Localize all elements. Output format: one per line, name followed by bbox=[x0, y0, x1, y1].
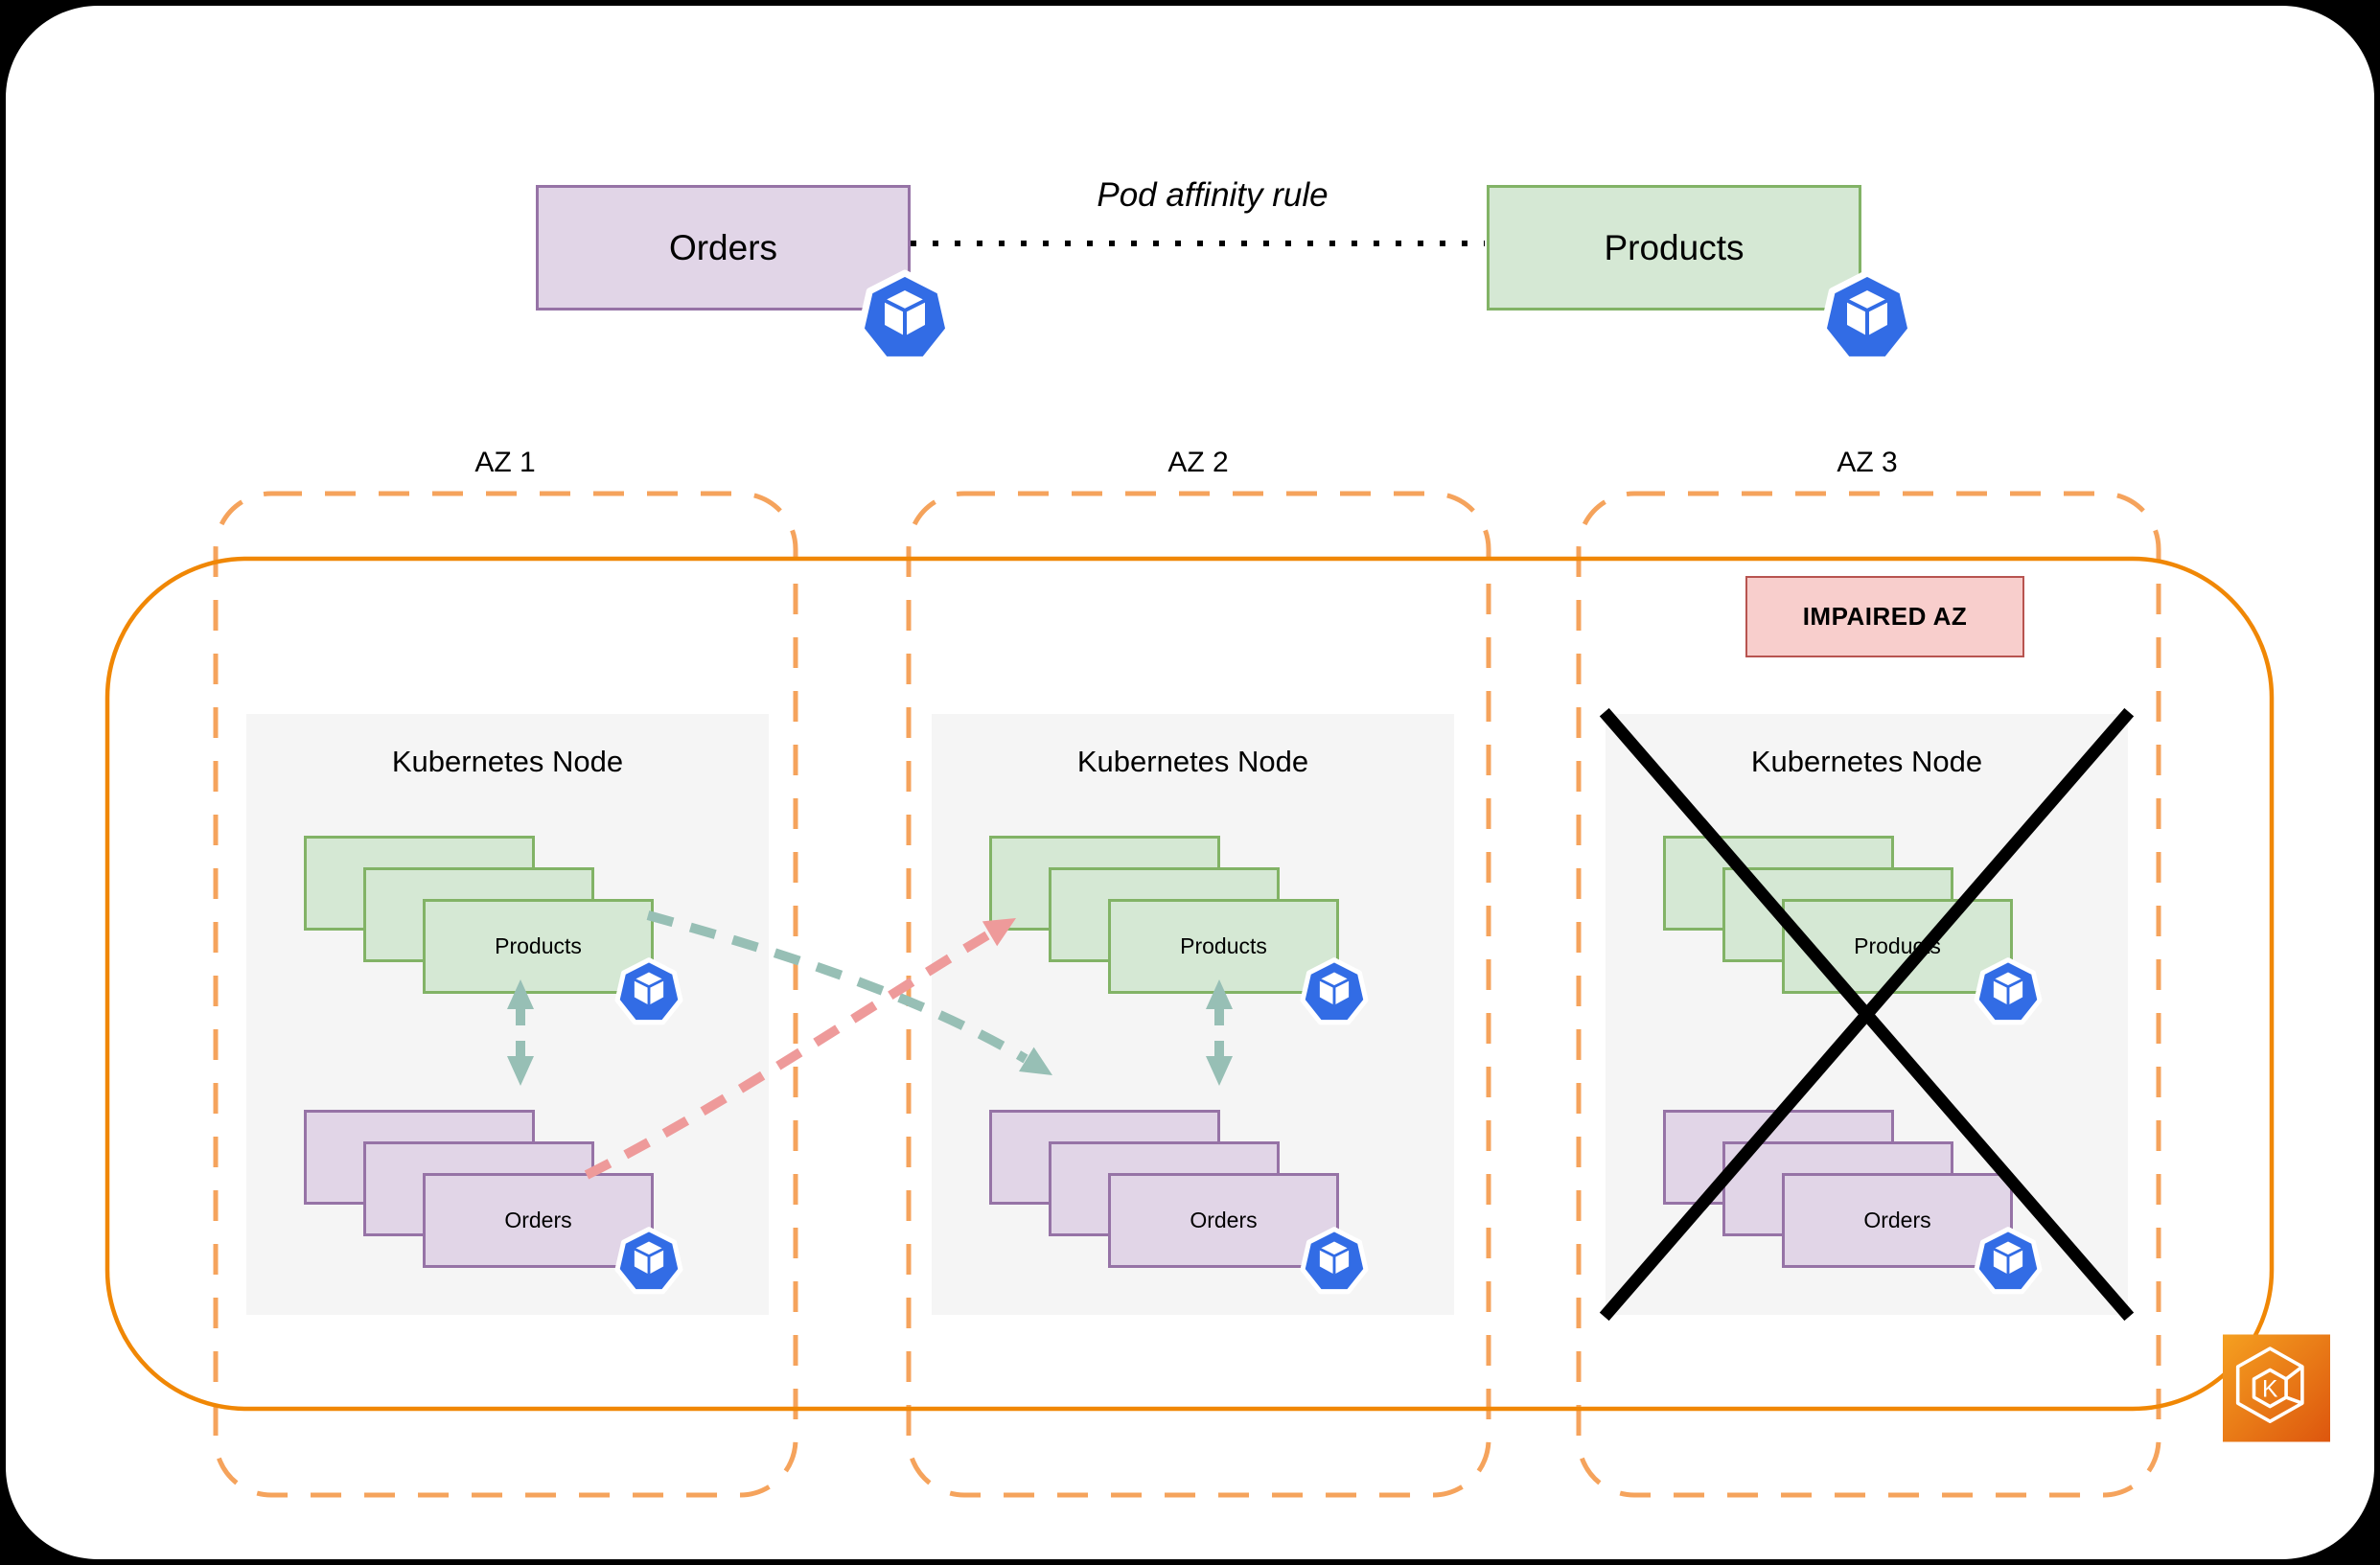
orders-service-box: Orders bbox=[536, 185, 911, 311]
orders-service-label: Orders bbox=[668, 227, 778, 267]
kubernetes-pod-icon bbox=[1974, 956, 2043, 1025]
impaired-az-badge: IMPAIRED AZ bbox=[1745, 576, 2024, 657]
node-title: Kubernetes Node bbox=[391, 745, 624, 778]
az2-label: AZ 2 bbox=[1167, 447, 1229, 478]
node-title: Kubernetes Node bbox=[1750, 745, 1983, 778]
kubernetes-pod-icon bbox=[1974, 1226, 2043, 1295]
impaired-az-label: IMPAIRED AZ bbox=[1802, 602, 1968, 631]
az3-kubernetes-node: Kubernetes Node Products Orders bbox=[1606, 714, 2128, 1315]
products-service-label: Products bbox=[1604, 227, 1745, 267]
amazon-eks-icon bbox=[2223, 1334, 2330, 1442]
kubernetes-pod-icon bbox=[1300, 1226, 1369, 1295]
az1-label: AZ 1 bbox=[474, 447, 536, 478]
kubernetes-pod-icon bbox=[614, 956, 683, 1025]
node-title: Kubernetes Node bbox=[1076, 745, 1309, 778]
kubernetes-pod-icon bbox=[1819, 268, 1915, 364]
az2-kubernetes-node: Kubernetes Node Products Orders bbox=[932, 714, 1454, 1315]
pod-affinity-rule-label: Pod affinity rule bbox=[1097, 176, 1329, 214]
az1-kubernetes-node: Kubernetes Node Products Orders bbox=[246, 714, 769, 1315]
kubernetes-pod-icon bbox=[1300, 956, 1369, 1025]
products-service-box: Products bbox=[1487, 185, 1861, 311]
az3-label: AZ 3 bbox=[1837, 447, 1898, 478]
kubernetes-pod-icon bbox=[614, 1226, 683, 1295]
kubernetes-pod-icon bbox=[857, 268, 953, 364]
